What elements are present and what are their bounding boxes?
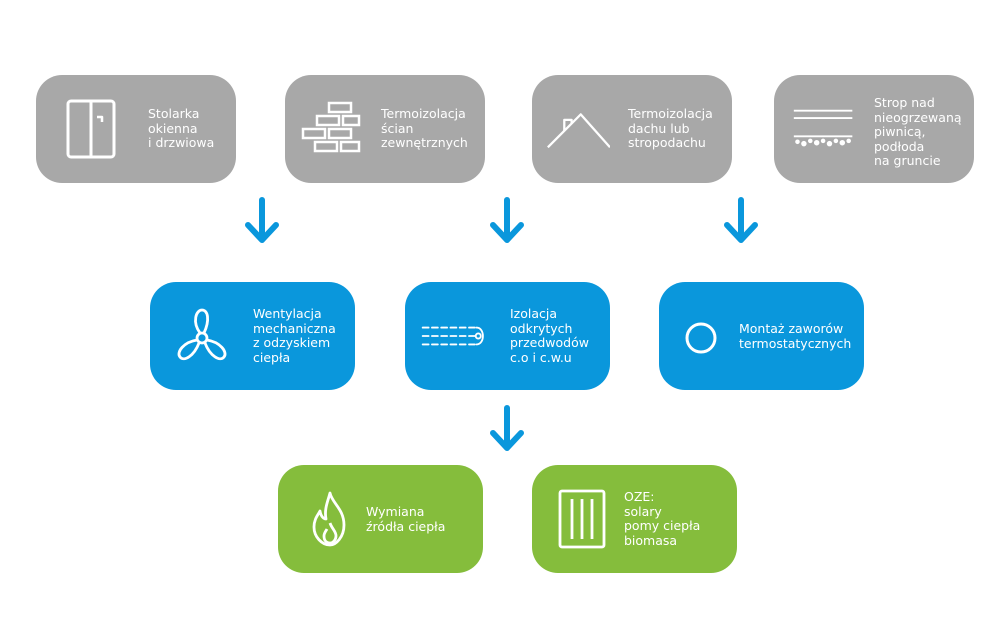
box-window-door: Stolarka okienna i drzwiowa: [36, 75, 236, 183]
box-label: Stolarka okienna i drzwiowa: [148, 106, 215, 150]
box-roof-insulation: Termoizolacja dachu lub stropodachu: [532, 75, 732, 183]
down-arrow-icon: [489, 197, 525, 245]
box-heat-source: Wymiana źródła ciepła: [278, 465, 483, 573]
brick-wall-icon: [299, 97, 363, 161]
valve-circle-icon: [669, 304, 733, 368]
box-wall-insulation: Termoizolacja ścian zewnętrznych: [285, 75, 485, 183]
box-label: Termoizolacja dachu lub stropodachu: [628, 106, 713, 150]
floor-layers-icon: [792, 97, 856, 161]
window-door-icon: [60, 97, 124, 161]
down-arrow-icon: [244, 197, 280, 245]
box-label: Strop nad nieogrzewaną piwnicą, podłoda …: [874, 95, 962, 168]
box-floor-insulation: Strop nad nieogrzewaną piwnicą, podłoda …: [774, 75, 974, 183]
box-pipe-insulation: Izolacja odkrytych przedwodów c.o i c.w.…: [405, 282, 610, 390]
box-ventilation: Wentylacja mechaniczna z odzyskiem ciepł…: [150, 282, 355, 390]
box-label: Izolacja odkrytych przedwodów c.o i c.w.…: [510, 306, 589, 365]
box-label: Wymiana źródła ciepła: [366, 504, 446, 534]
solar-panel-icon: [550, 487, 614, 551]
roof-icon: [546, 97, 610, 161]
box-label: Wentylacja mechaniczna z odzyskiem ciepł…: [253, 306, 336, 365]
fan-icon: [170, 304, 234, 368]
box-thermostatic-valves: Montaż zaworów termostatycznych: [659, 282, 864, 390]
box-label: Termoizolacja ścian zewnętrznych: [381, 106, 468, 150]
box-label: OZE: solary pomy ciepła biomasa: [624, 489, 701, 548]
box-label: Montaż zaworów termostatycznych: [739, 321, 852, 351]
down-arrow-icon: [723, 197, 759, 245]
down-arrow-icon: [489, 405, 525, 453]
box-renewable-energy: OZE: solary pomy ciepła biomasa: [532, 465, 737, 573]
flame-icon: [298, 487, 362, 551]
pipe-insulation-icon: [421, 304, 485, 368]
